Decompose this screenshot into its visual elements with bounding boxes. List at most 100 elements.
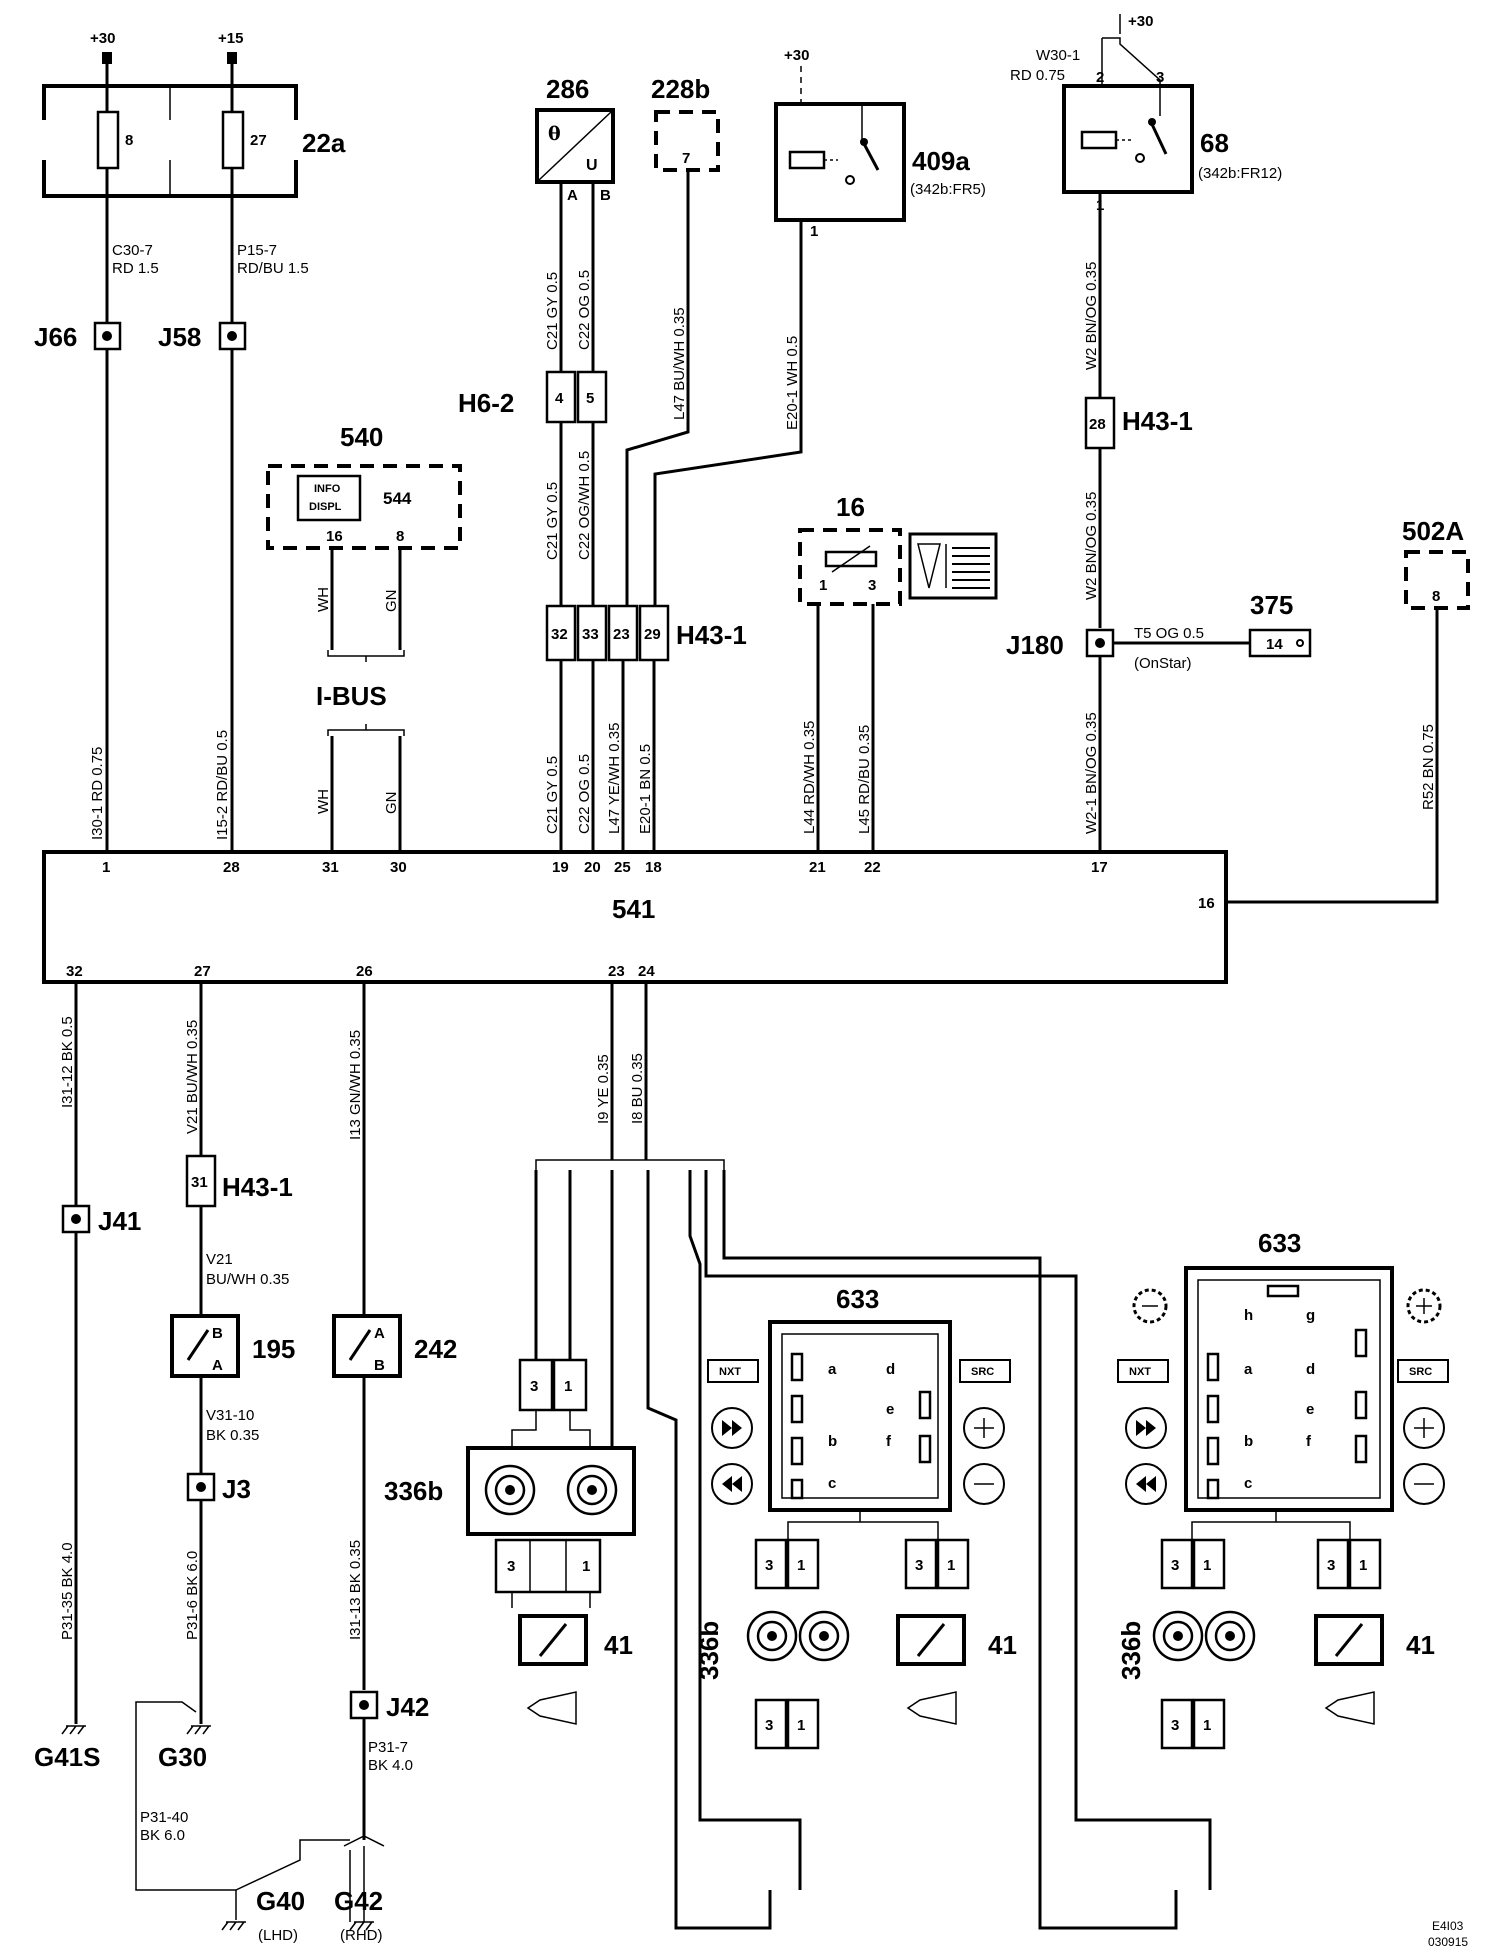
gear-minus-icon (1132, 1288, 1168, 1324)
mid-pin-3b: 3 (915, 1557, 923, 1574)
t17: 17 (1091, 859, 1108, 876)
t21: 21 (809, 859, 826, 876)
b27: 27 (194, 963, 211, 980)
wire-p31-7: P31-7 (368, 1739, 408, 1756)
switch-a-2: a (1244, 1361, 1253, 1378)
conn-pin-3b: 3 (507, 1558, 515, 1575)
horn-336b-right: 3 1 3 1 336b 3 1 41 (1116, 1538, 1435, 1750)
relay-68-id: 68 (1200, 128, 1229, 158)
right-pin-3: 3 (1171, 1557, 1179, 1574)
switch-e-2: e (1306, 1401, 1314, 1418)
t16: 16 (1198, 895, 1215, 912)
conn-pin-3: 3 (530, 1378, 538, 1395)
connector-375-id: 375 (1250, 590, 1293, 620)
t28: 28 (223, 859, 240, 876)
sensor-286: 286 θ U A B C21 GY 0.5 C22 OG 0.5 (535, 74, 615, 372)
t25: 25 (614, 859, 631, 876)
terminal-15 (227, 52, 237, 64)
switch-pack-633-b: 633 (1258, 1228, 1301, 1258)
mid-pin-1: 1 (797, 1557, 805, 1574)
horn-336b-right-label: 336b (1116, 1621, 1146, 1680)
connector-h43-1-block: 32 33 23 29 H43-1 C21 GY 0.5 C22 OG 0.5 … (544, 604, 747, 852)
mid-pin-3c: 3 (765, 1717, 773, 1734)
relay-409a-supply: +30 (784, 47, 809, 64)
wire-c22-b: C22 OG/WH 0.5 (576, 451, 593, 560)
horn-41-label: 41 (604, 1630, 633, 1660)
wire-gn-2: GN (383, 792, 400, 815)
mid-pin-1b: 1 (947, 1557, 955, 1574)
h43-pin-23: 23 (613, 626, 630, 643)
wire-e20-1-c: E20-1 BN 0.5 (637, 744, 654, 834)
fuse-8-label: 8 (125, 132, 133, 149)
wire-p15-7-spec: RD/BU 1.5 (237, 260, 309, 277)
switch-242: 242 (414, 1334, 457, 1364)
wire-p31-40: P31-40 (140, 1809, 188, 1826)
junction-j41: J41 (98, 1206, 141, 1236)
wire-p31-7-spec: BK 4.0 (368, 1757, 413, 1774)
component-16-pin-1: 1 (819, 577, 827, 594)
fuse-27-label: 27 (250, 132, 267, 149)
c228-id: 228b (651, 74, 710, 104)
wire-l45: L45 RD/BU 0.35 (856, 725, 873, 834)
t22: 22 (864, 859, 881, 876)
wire-w30-1: W30-1 (1036, 47, 1080, 64)
right-pin-3c: 3 (1171, 1717, 1179, 1734)
switch-b: b (828, 1433, 837, 1450)
t19: 19 (552, 859, 569, 876)
wire-c21-b: C21 GY 0.5 (544, 482, 561, 560)
info-display-540: 540 INFO DISPL 544 16 8 WH GN I-BUS WH G… (266, 422, 462, 852)
switch-b-2: b (1244, 1433, 1253, 1450)
switch-195-b: B (212, 1325, 223, 1342)
ground-g30: G30 (158, 1742, 207, 1772)
horn-336b-label: 336b (384, 1476, 443, 1506)
switch-h: h (1244, 1307, 1253, 1324)
wire-w30-1-spec: RD 0.75 (1010, 67, 1065, 84)
wire-c22-a: C22 OG 0.5 (576, 270, 593, 350)
junction-j66: J66 (34, 322, 77, 352)
sensor-pin-a: A (567, 187, 578, 204)
switch-f: f (886, 1433, 892, 1450)
right-pin-1c: 1 (1203, 1717, 1211, 1734)
switch-pack-633-right: 633 h g a b c d e f NXT SRC (1117, 1228, 1449, 1540)
h43-pin-33: 33 (582, 626, 599, 643)
wire-p31-6: P31-6 BK 6.0 (184, 1551, 201, 1640)
relay-68-supply: +30 (1128, 13, 1153, 30)
ground-circuits: I31-12 BK 0.5 J41 P31-35 BK 4.0 G41S V21… (34, 982, 457, 1944)
ground-g42: G42 (334, 1886, 383, 1916)
wire-t5: T5 OG 0.5 (1134, 625, 1204, 642)
component-16-id: 16 (836, 492, 865, 522)
h43-pin-31: 31 (191, 1174, 208, 1191)
right-pin-3b: 3 (1327, 1557, 1335, 1574)
info-pin-8: 8 (396, 528, 404, 545)
u-symbol: U (586, 157, 598, 174)
wire-w2-b: W2 BN/OG 0.35 (1083, 492, 1100, 600)
mid-pin-3: 3 (765, 1557, 773, 1574)
conn-pin-1: 1 (564, 1378, 572, 1395)
sensor-pin-b: B (600, 187, 611, 204)
relay-68: +30 W30-1 RD 0.75 2 3 68 (342b:FR12) 1 W… (1006, 13, 1312, 852)
info-display-id: 540 (340, 422, 383, 452)
connector-h6-2: H6-2 4 5 C21 GY 0.5 C22 OG/WH 0.5 (458, 370, 608, 606)
b26: 26 (356, 963, 373, 980)
info-label: INFO (314, 483, 341, 495)
wire-p15-7: P15-7 (237, 242, 277, 259)
b32: 32 (66, 963, 83, 980)
t18: 18 (645, 859, 662, 876)
ground-lhd: (LHD) (258, 1927, 298, 1944)
fuse-8 (96, 110, 120, 170)
connector-h43-1-a-label: H43-1 (1122, 406, 1193, 436)
info-inner-id: 544 (383, 489, 412, 508)
wire-i31-12: I31-12 BK 0.5 (59, 1016, 76, 1108)
supply-15-label: +15 (218, 30, 243, 47)
wire-v21-b-spec: BU/WH 0.35 (206, 1271, 289, 1288)
junction-j180: J180 (1006, 630, 1064, 660)
h43-pin-32: 32 (551, 626, 568, 643)
junction-j3: J3 (222, 1474, 251, 1504)
wire-v31-10: V31-10 (206, 1407, 254, 1424)
reference-date: 030915 (1428, 1935, 1468, 1949)
sensor-id: 286 (546, 74, 589, 104)
ibus-label: I-BUS (316, 681, 387, 711)
switch-g: g (1306, 1307, 1315, 1324)
relay-409a-id: 409a (912, 146, 970, 176)
